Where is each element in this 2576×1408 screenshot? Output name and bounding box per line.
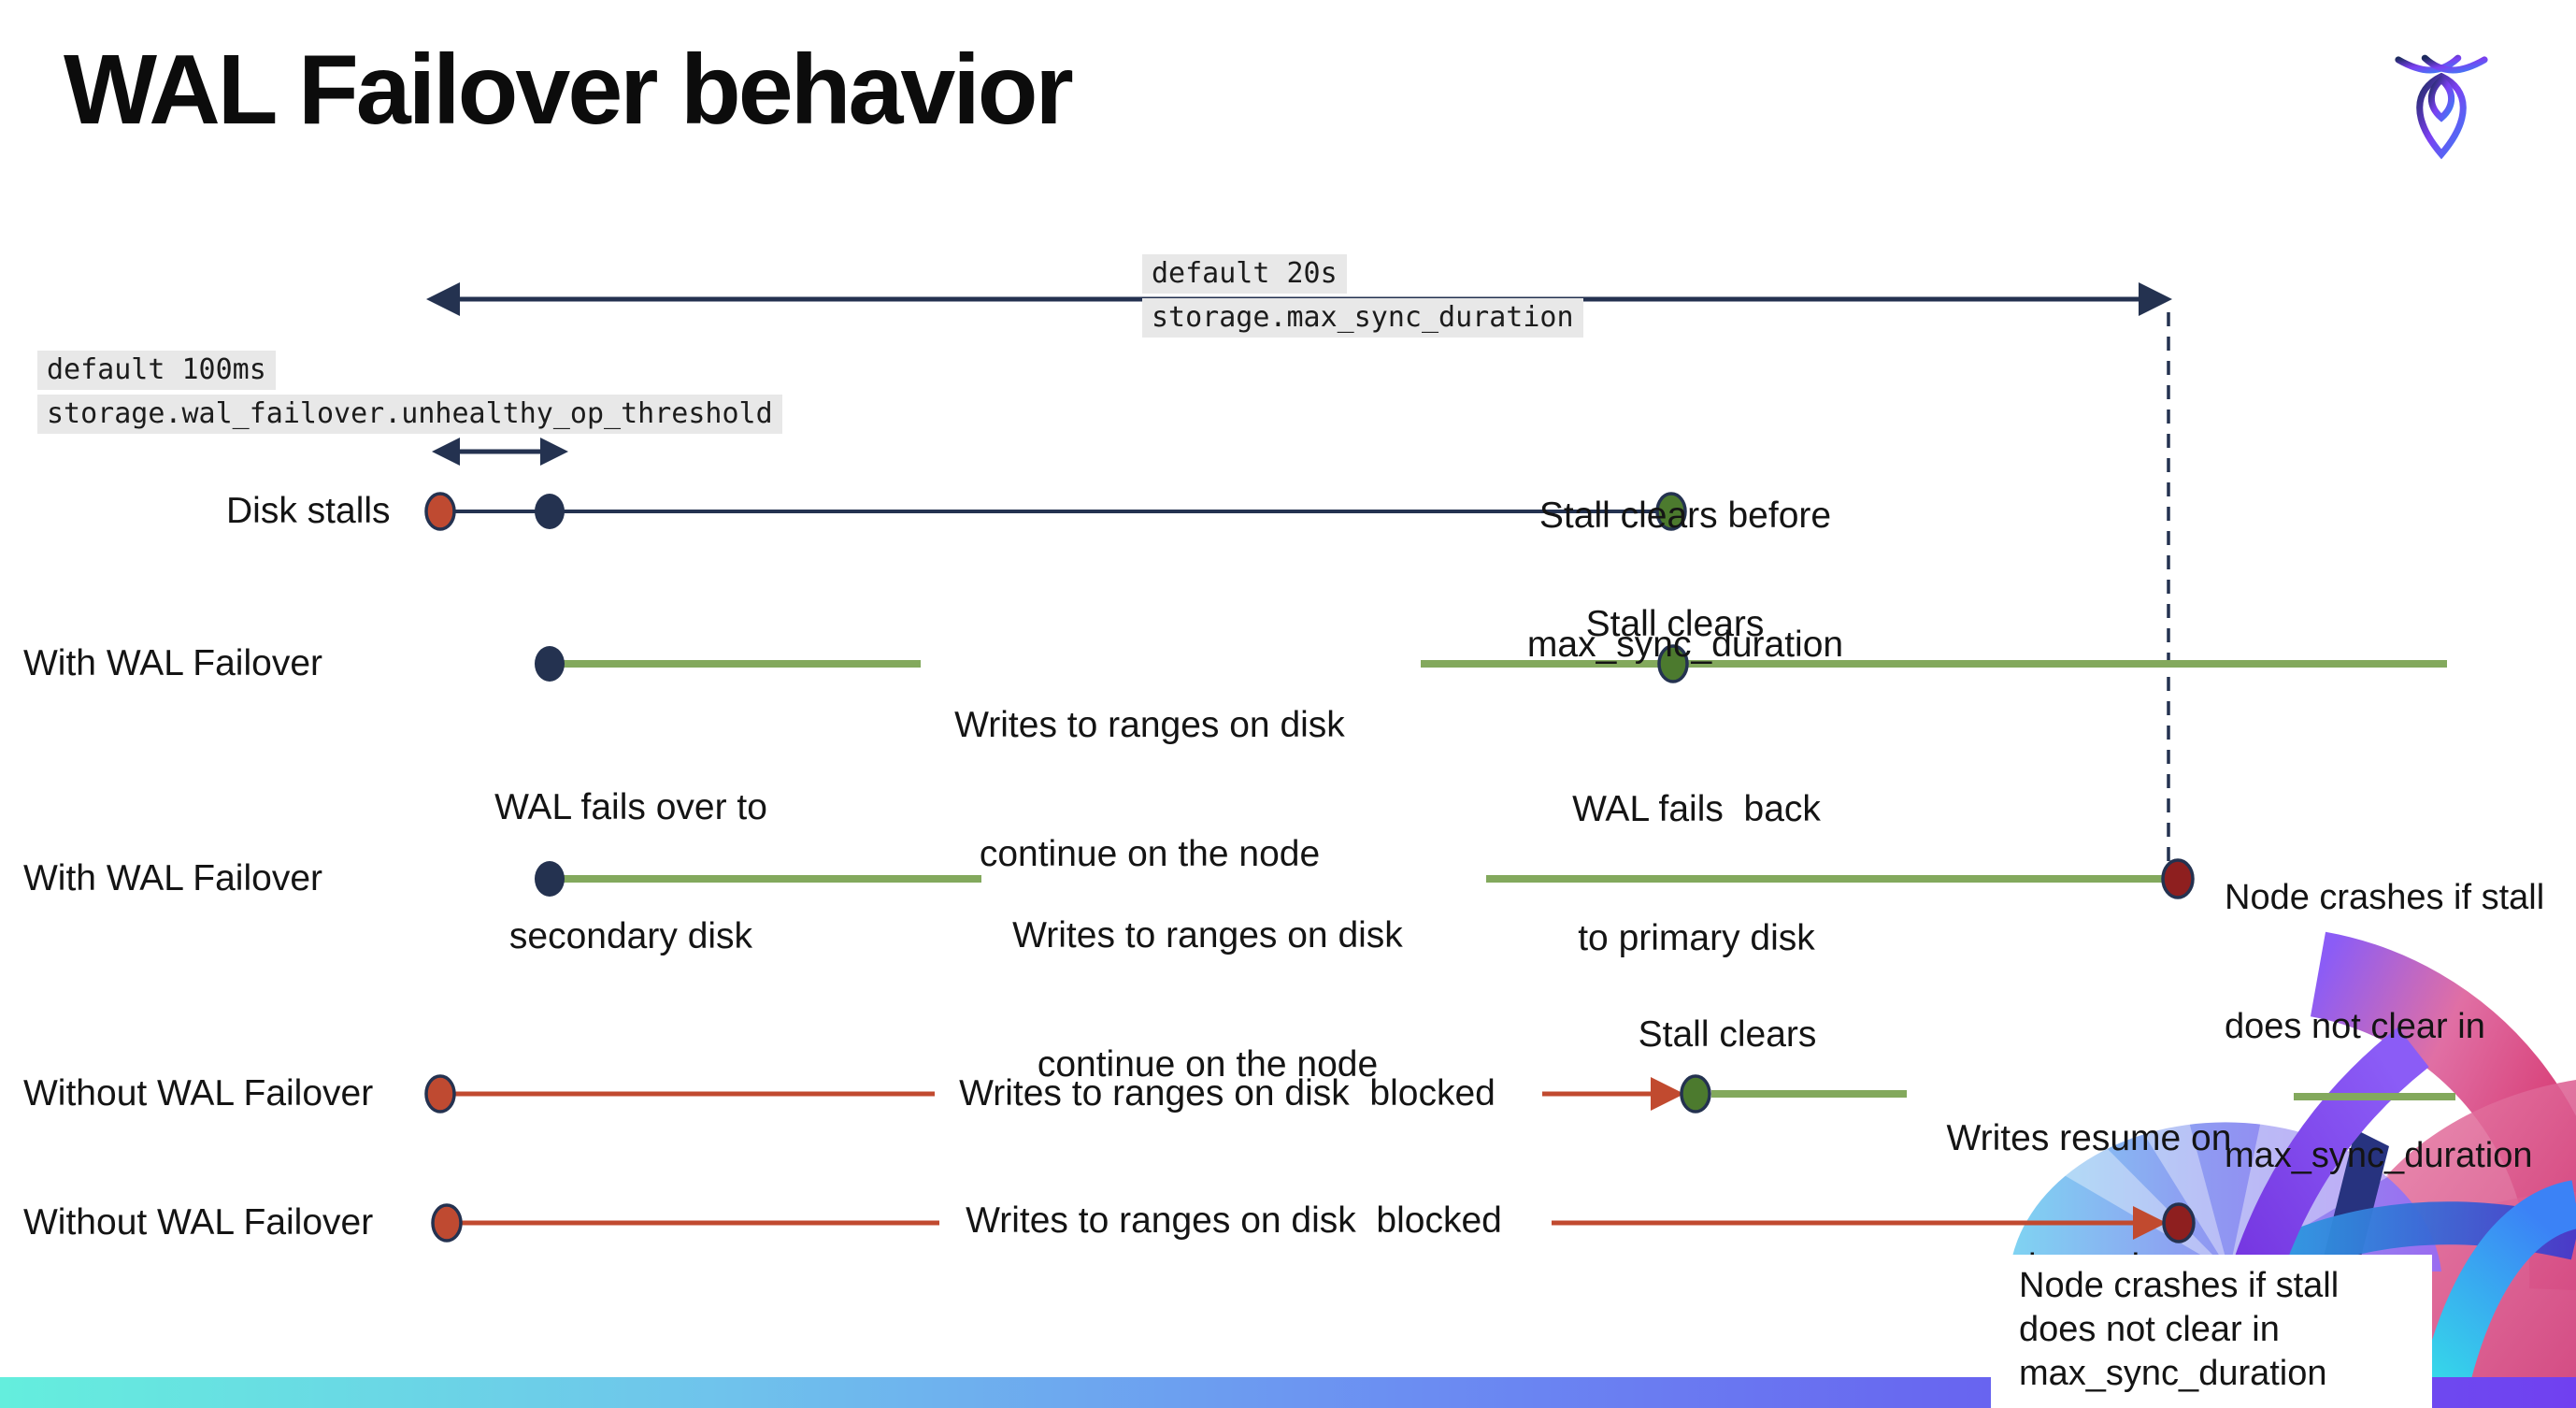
code-storage-wal-failover-threshold: storage.wal_failover.unhealthy_op_thresh… <box>37 395 782 434</box>
max-sync-duration-label: default 20s storage.max_sync_duration <box>1142 254 1583 338</box>
logo-inner-leaf <box>2427 75 2455 122</box>
code-default-100ms: default 100ms <box>37 351 276 390</box>
arrowhead-left-icon <box>426 282 460 316</box>
annotation-stall-clears-1: Stall clears <box>1585 604 1765 644</box>
annotation-line: Writes to ranges on disk <box>954 705 1345 745</box>
annotation-line: does not clear in <box>2019 1310 2280 1349</box>
annotation-node-crashes-2-box: Node crashes if stall does not clear in … <box>1991 1255 2432 1408</box>
annotation-line: max_sync_duration <box>2225 1136 2533 1175</box>
annotation-stall-clears-before: Stall clears before max_sync_duration <box>1527 409 1843 753</box>
crash-dot <box>2162 1202 2196 1243</box>
annotation-line: Node crashes if stall <box>2019 1266 2340 1305</box>
stall-clear-dot <box>1680 1074 1711 1113</box>
annotation-line: to primary disk <box>1578 918 1815 958</box>
page-title: WAL Failover behavior <box>64 35 1074 145</box>
row-label-without-wal-2: Without WAL Failover <box>23 1202 374 1243</box>
row-label-disk-stalls: Disk stalls <box>226 491 391 531</box>
annotation-writes-continue-1: Writes to ranges on disk continue on the… <box>954 618 1345 962</box>
code-storage-max-sync-duration: storage.max_sync_duration <box>1142 298 1583 338</box>
annotation-line: Stall clears before <box>1538 496 1832 536</box>
unhealthy-op-threshold-label: default 100ms storage.wal_failover.unhea… <box>37 351 782 434</box>
annotation-line: max_sync_duration <box>1526 625 1844 665</box>
failover-dot <box>535 861 565 897</box>
annotation-writes-blocked-1: Writes to ranges on disk blocked <box>959 1073 1496 1113</box>
annotation-line: does not clear in <box>2225 1007 2485 1046</box>
unhealthy-op-threshold-arrow <box>432 438 568 466</box>
annotation-line: continue on the node <box>979 834 1321 874</box>
logo-antenna-left <box>2395 54 2462 74</box>
timeline-without-wal-2 <box>431 1202 2196 1243</box>
stall-clear-dot <box>1657 644 1689 683</box>
red-arrowhead-icon <box>2133 1206 2167 1240</box>
threshold-dot <box>535 494 565 529</box>
row-label-without-wal-1: Without WAL Failover <box>23 1073 374 1113</box>
stall-clear-dot <box>1655 492 1687 531</box>
annotation-line: Writes to ranges on disk <box>1012 915 1403 955</box>
stall-start-dot <box>424 1074 456 1113</box>
timeline-disk-stalls <box>424 492 1687 531</box>
red-arrowhead-icon <box>1651 1077 1684 1111</box>
failover-dot <box>535 646 565 682</box>
art-cyan-arch <box>2415 1180 2576 1408</box>
timeline-without-wal-1 <box>424 1074 2455 1113</box>
row-label-with-wal-1: With WAL Failover <box>23 643 322 683</box>
arrowhead-right-icon <box>2139 282 2172 316</box>
logo-antenna-right <box>2421 54 2488 74</box>
arrowhead-left-icon <box>432 438 460 466</box>
code-default-20s: default 20s <box>1142 254 1347 294</box>
annotation-line: Node crashes if stall <box>2225 878 2545 917</box>
stall-start-dot <box>424 492 456 531</box>
annotation-wal-fails-back: WAL fails back to primary disk <box>1572 702 1821 1046</box>
crash-dot <box>2161 858 2195 899</box>
row-label-with-wal-2: With WAL Failover <box>23 858 322 898</box>
annotation-line: Writes resume on <box>1946 1118 2232 1158</box>
annotation-writes-blocked-2: Writes to ranges on disk blocked <box>966 1200 1502 1241</box>
annotation-writes-continue-2: Writes to ranges on disk continue on the… <box>1012 828 1403 1172</box>
annotation-wal-fails-over: WAL fails over to secondary disk <box>494 700 767 1044</box>
annotation-line: continue on the node <box>1037 1044 1379 1085</box>
annotation-line: max_sync_duration <box>2019 1354 2327 1393</box>
annotation-line: WAL fails over to <box>494 787 767 827</box>
stall-start-dot <box>431 1203 463 1243</box>
arrowhead-right-icon <box>540 438 568 466</box>
annotation-line: WAL fails back <box>1572 789 1821 829</box>
timeline-with-wal-1 <box>535 644 2447 683</box>
annotation-stall-clears-2: Stall clears <box>1638 1014 1817 1055</box>
annotation-node-crashes-1: Node crashes if stall does not clear in … <box>2225 790 2544 1263</box>
annotation-line: secondary disk <box>508 916 753 956</box>
logo-body <box>2416 72 2467 160</box>
timeline-with-wal-2 <box>535 858 2195 899</box>
cockroachdb-logo-icon <box>2395 54 2488 160</box>
